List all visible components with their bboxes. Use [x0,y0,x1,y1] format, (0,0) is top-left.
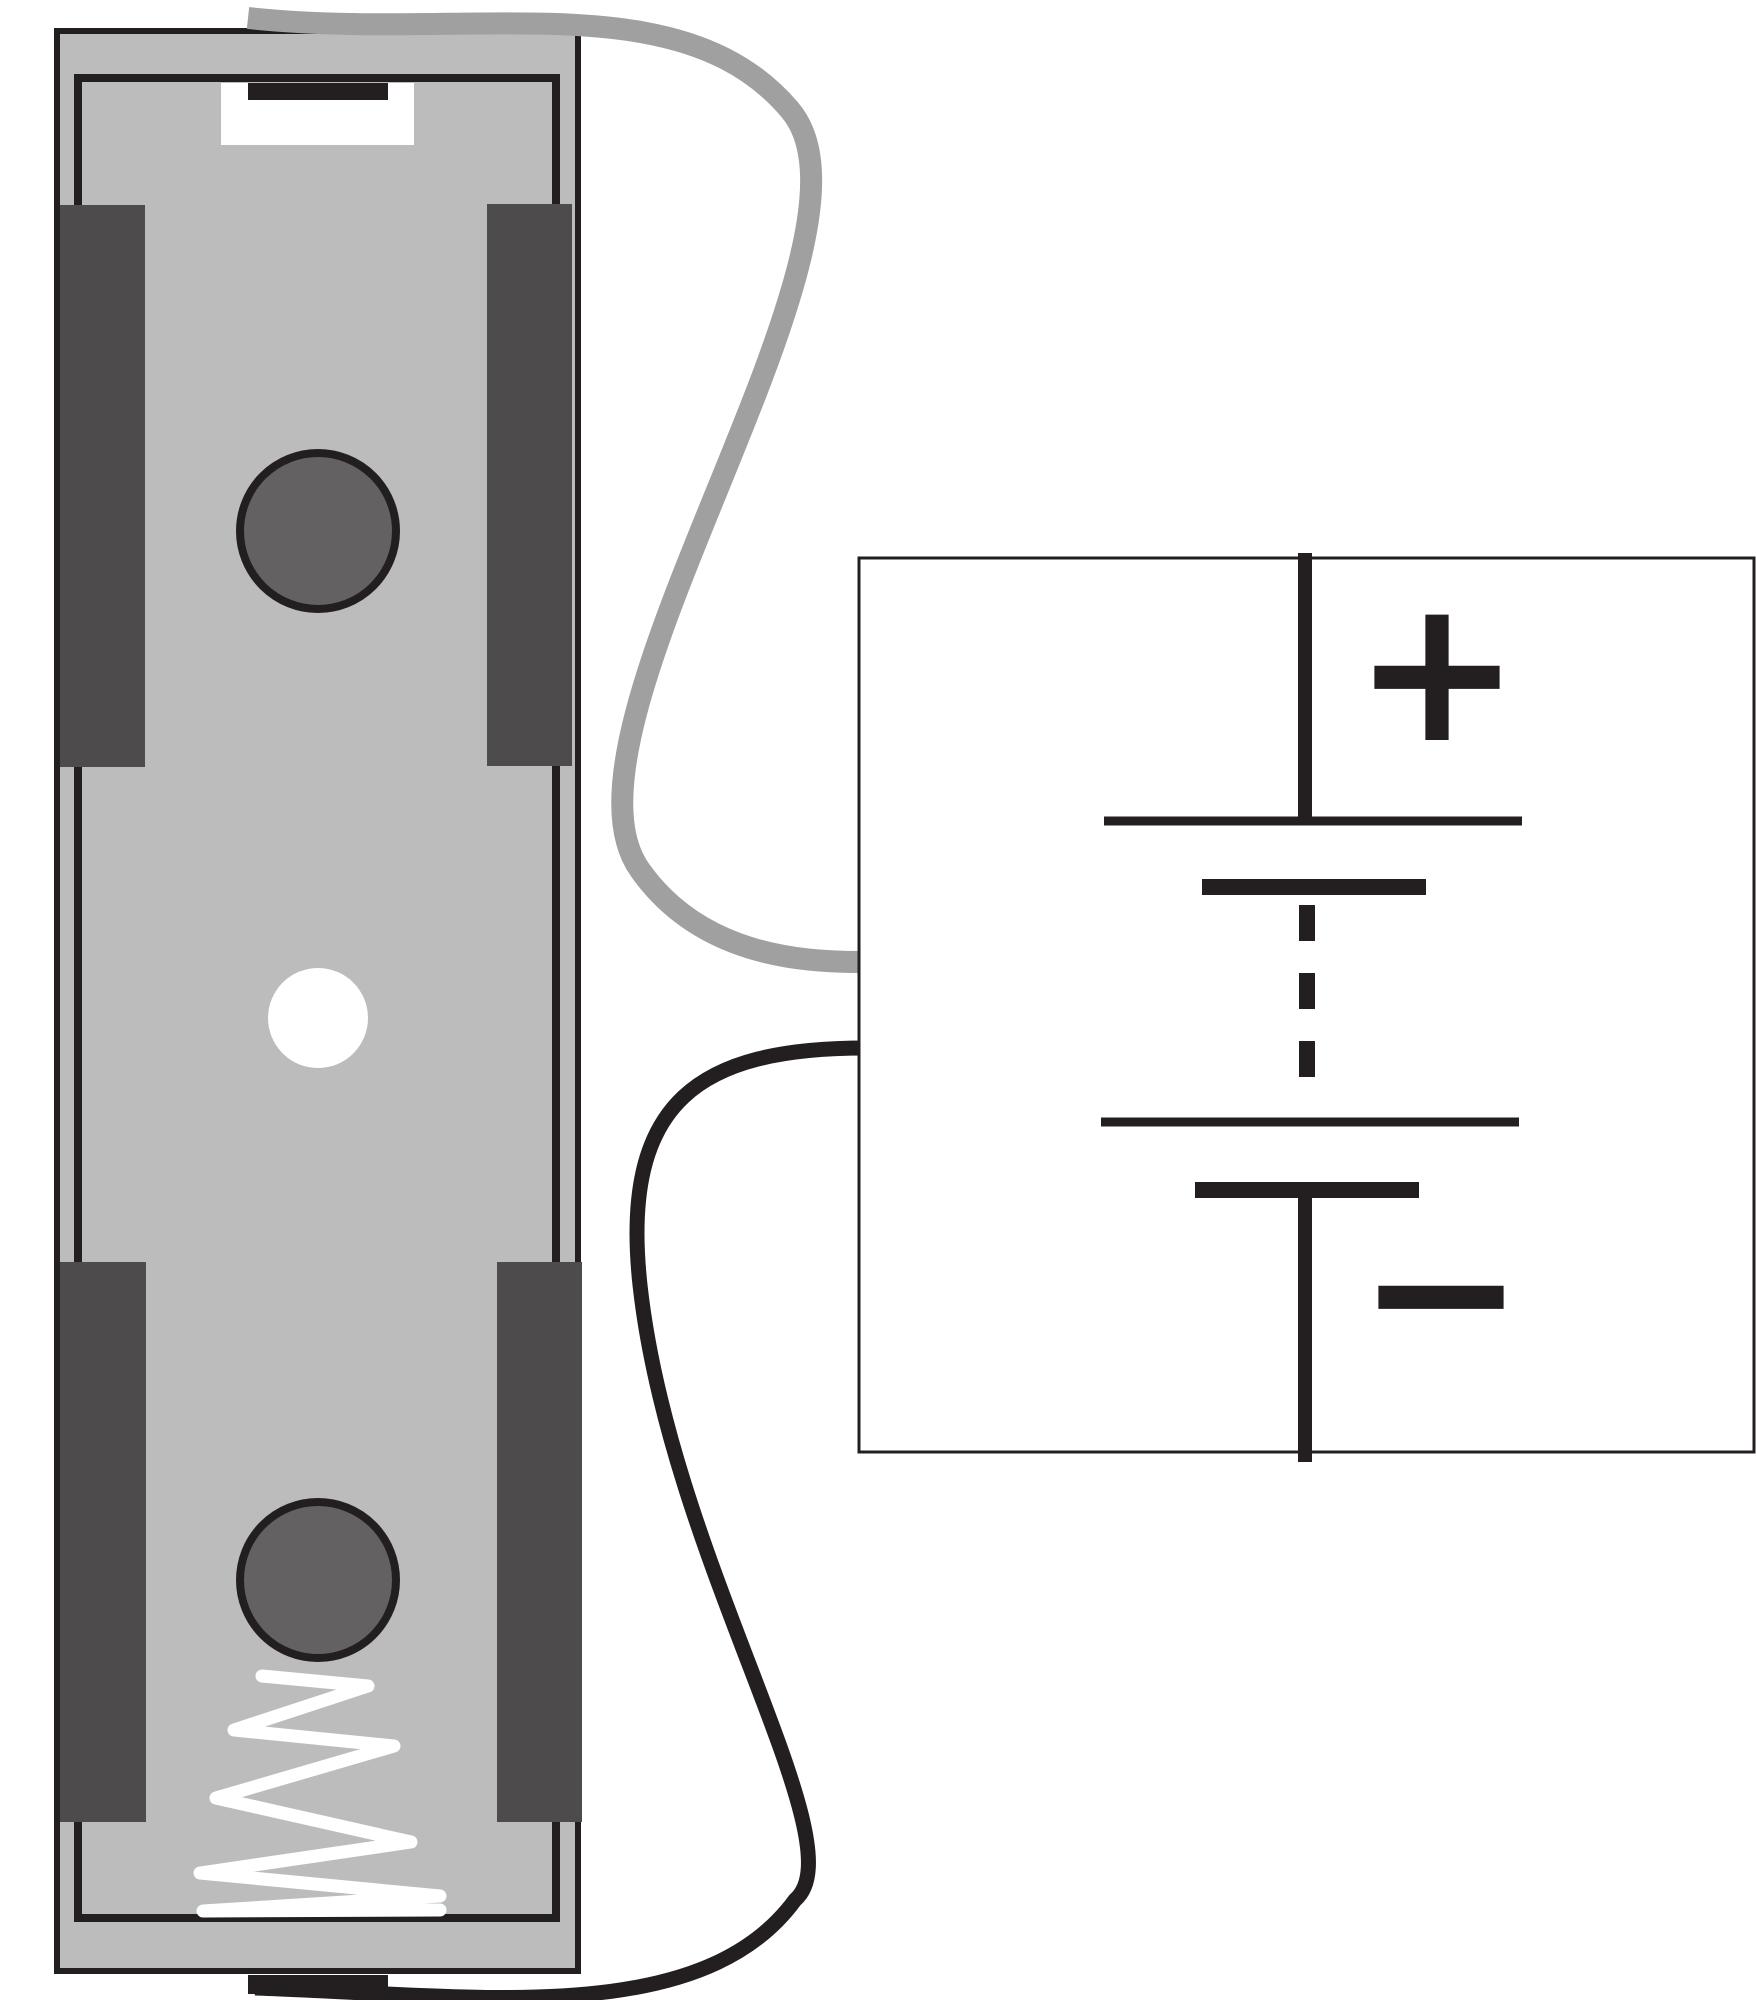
spring-contact [193,1669,447,1918]
positive-lead-wire [246,7,861,973]
side-clip-bottom-right [497,1262,582,1822]
battery-symbol: + − [857,553,1756,1462]
mount-hole-bottom [236,1498,400,1662]
holder-inner-compartment [74,74,560,1922]
side-clip-top-left [60,205,145,767]
side-clip-top-right [487,204,572,766]
battery-holder [54,28,582,1994]
top-contact-plate [248,83,388,100]
side-clip-bottom-left [60,1262,146,1822]
negative-lead-wire [254,1040,867,2000]
negative-sign: − [1357,1175,1525,1408]
mount-hole-top [236,449,400,613]
positive-sign: + [1353,555,1521,788]
center-hole [268,968,368,1068]
